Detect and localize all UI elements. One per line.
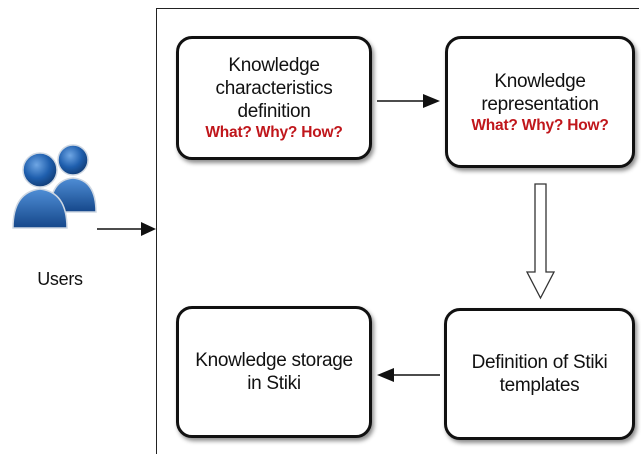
box-question: What? Why? How? bbox=[205, 124, 343, 141]
knowledge-representation-box: Knowledge representation What? Why? How? bbox=[445, 36, 635, 168]
box-title: Knowledge characteristics definition bbox=[215, 55, 333, 122]
arrow-templates-to-storage bbox=[377, 368, 440, 382]
box-title: Knowledge representation bbox=[481, 70, 599, 115]
process-frame bbox=[156, 8, 639, 454]
users-icon bbox=[12, 144, 97, 229]
box-title: Knowledge storage in Stiki bbox=[195, 350, 353, 394]
users-label: Users bbox=[37, 269, 83, 289]
knowledge-characteristics-box: Knowledge characteristics definition Wha… bbox=[176, 36, 372, 160]
arrow-representation-to-templates bbox=[525, 183, 556, 300]
arrow-characteristics-to-representation bbox=[377, 94, 440, 108]
box-question: What? Why? How? bbox=[471, 116, 609, 134]
arrow-users-to-process bbox=[97, 222, 156, 236]
knowledge-storage-box: Knowledge storage in Stiki bbox=[176, 306, 372, 438]
stiki-templates-box: Definition of Stiki templates bbox=[444, 308, 635, 440]
box-title: Definition of Stiki templates bbox=[471, 352, 608, 396]
